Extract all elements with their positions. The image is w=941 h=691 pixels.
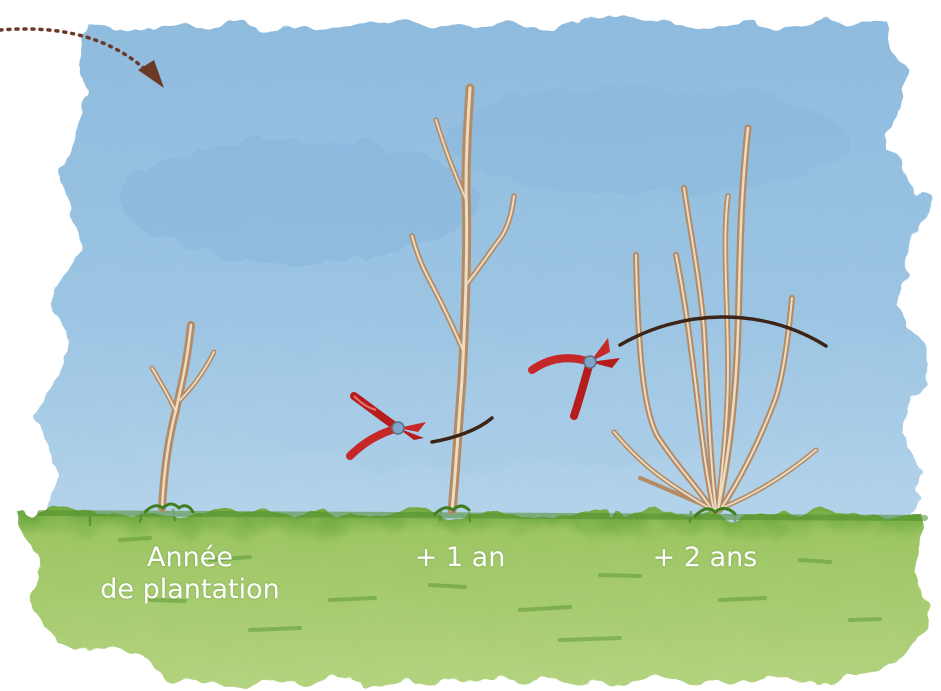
stage-label-line: Année <box>95 542 285 574</box>
stage-label-one-year: + 1 an <box>380 542 540 574</box>
stage-label-line: de plantation <box>95 574 285 606</box>
stage-label-planting-year: Année de plantation <box>95 542 285 606</box>
stage-label-line: + 1 an <box>380 542 540 574</box>
stage-label-line: + 2 ans <box>625 542 785 574</box>
stage-label-two-years: + 2 ans <box>625 542 785 574</box>
